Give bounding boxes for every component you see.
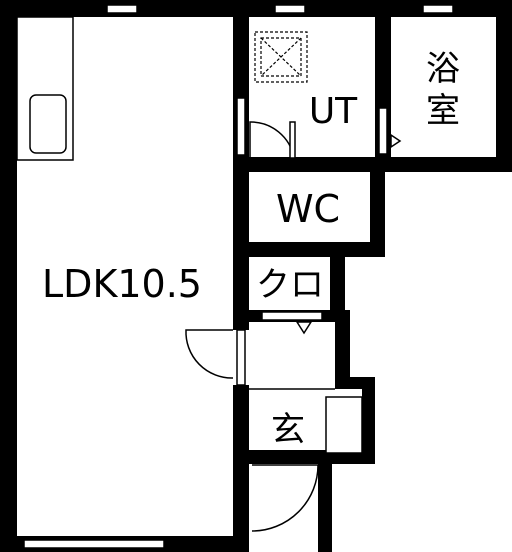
washer-pan-icon [254,31,308,83]
wall-hall-right [335,310,350,385]
door-ldk-swing [185,329,234,379]
windows [23,4,454,549]
room-label-wc: WC [276,187,340,231]
wall-closet-right [330,242,345,332]
window-ldk-top [106,4,138,14]
room-label-ldk: LDK10.5 [42,262,202,306]
room-wc [249,172,370,242]
wall-entrance-lower-right [318,450,332,552]
door-ut-sliding [236,97,246,156]
room-label-bath-1: 浴 [426,49,460,89]
door-closet-sliding [261,311,323,321]
room-label-entrance: 玄 [271,410,305,450]
kitchen-sink-icon [29,94,67,154]
kitchen [16,16,74,161]
wall-ldk-right-lower [233,385,249,552]
room-ldk-kitchen-strip [17,17,73,160]
room-porch [249,464,318,552]
room-label-bath-2: 室 [426,91,460,131]
window-bath-top [422,4,454,14]
room-bath [391,17,496,157]
window-ut-top [274,4,306,14]
door-bath-sliding [378,107,388,155]
door-entrance-swing [251,464,319,532]
room-label-ut: UT [309,91,358,132]
door-marks [236,97,388,454]
wall-bath-right [496,0,512,172]
window-ldk-bottom [23,539,165,549]
shoe-cabinet [325,396,363,454]
wall-entrance-right [362,377,375,462]
door-ldk-sliding [236,329,246,386]
room-closet [249,257,330,310]
wall-left [0,0,17,552]
wall-wc-right [370,157,385,257]
room-label-closet: クロ [256,265,324,305]
wall-wc-bottom [233,242,385,257]
door-swings [185,121,402,532]
kitchen-counter [16,16,74,161]
room-ut [249,17,375,157]
door-closet-arrow [295,321,313,335]
door-ut-leaf [289,121,296,159]
door-bath-arrow [390,133,402,149]
